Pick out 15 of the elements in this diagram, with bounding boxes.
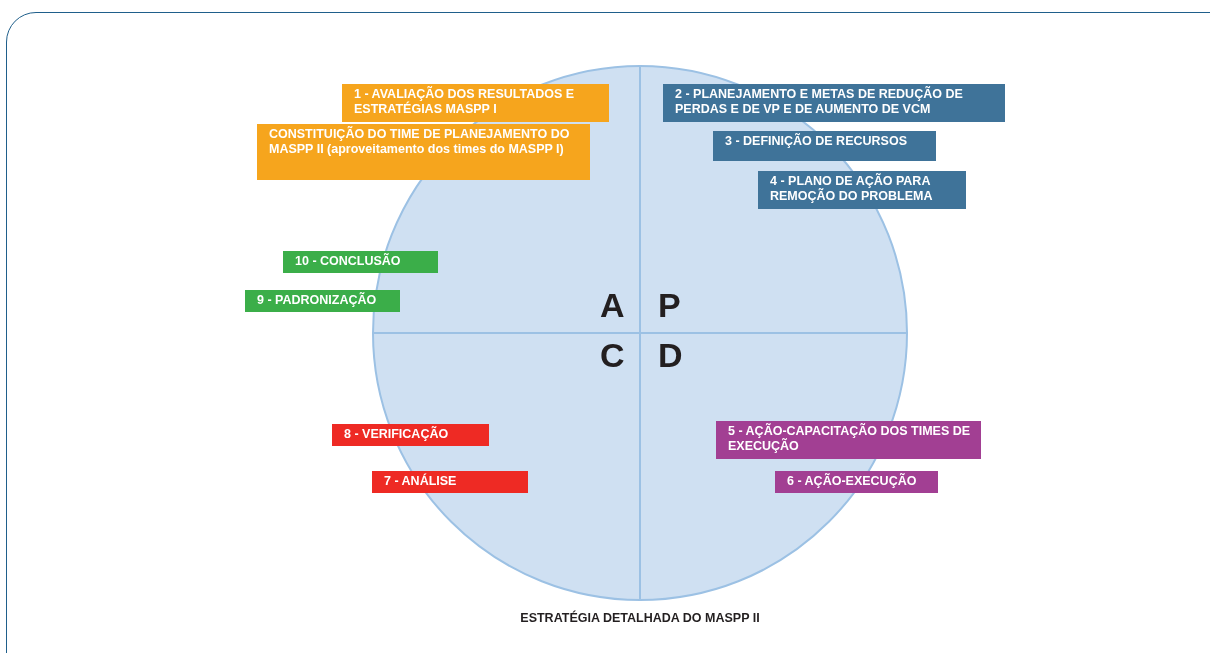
- step-label: CONSTITUIÇÃO DO TIME DE PLANEJAMENTO DO MASPP II (aproveitamento dos times do MASPP I): [257, 124, 590, 180]
- step-label: 8 - VERIFICAÇÃO: [332, 424, 489, 446]
- caption: ESTRATÉGIA DETALHADA DO MASPP II: [519, 611, 761, 625]
- quadrant-letter: D: [658, 337, 683, 373]
- quadrant-letter: A: [600, 287, 625, 323]
- quadrant-letter: P: [658, 287, 681, 323]
- step-label: 6 - AÇÃO-EXECUÇÃO: [775, 471, 938, 493]
- step-label: 1 - AVALIAÇÃO DOS RESULTADOS E ESTRATÉGIAS MASPP I: [342, 84, 609, 122]
- step-label: 10 - CONCLUSÃO: [283, 251, 438, 273]
- step-label: 4 - PLANO DE AÇÃO PARA REMOÇÃO DO PROBLEMA: [758, 171, 966, 209]
- step-label: 9 - PADRONIZAÇÃO: [245, 290, 400, 312]
- step-label: 3 - DEFINIÇÃO DE RECURSOS: [713, 131, 936, 161]
- quadrant-letter: C: [600, 337, 625, 373]
- step-label: 2 - PLANEJAMENTO E METAS DE REDUÇÃO DE PERDAS E DE VP E DE AUMENTO DE VCM: [663, 84, 1005, 122]
- step-label: 5 - AÇÃO-CAPACITAÇÃO DOS TIMES DE EXECUÇÃO: [716, 421, 981, 459]
